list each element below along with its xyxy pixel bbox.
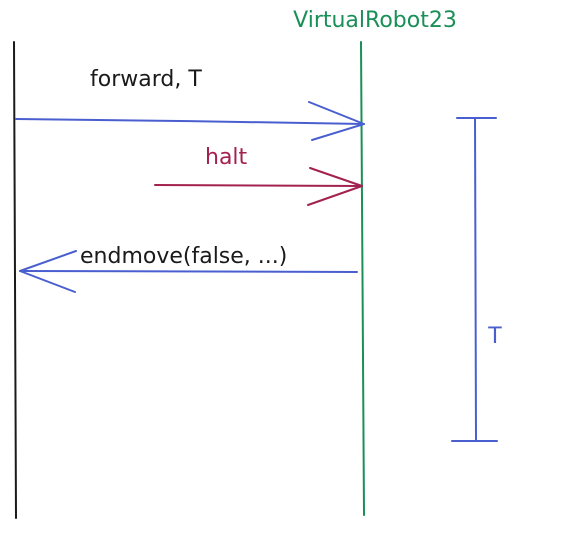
halt-message-label: halt xyxy=(205,145,248,170)
caller-lifeline xyxy=(13,41,17,519)
duration-label: T xyxy=(487,324,502,349)
endmove-arrow xyxy=(19,250,358,293)
forward-arrow xyxy=(15,101,365,141)
halt-arrow xyxy=(154,167,363,206)
forward-message-label: forward, T xyxy=(90,67,202,92)
endmove-message-label: endmove(false, ...) xyxy=(80,244,287,269)
robot-participant-label: VirtualRobot23 xyxy=(293,8,457,33)
robot-lifeline xyxy=(360,41,365,516)
duration-bracket xyxy=(451,117,498,442)
